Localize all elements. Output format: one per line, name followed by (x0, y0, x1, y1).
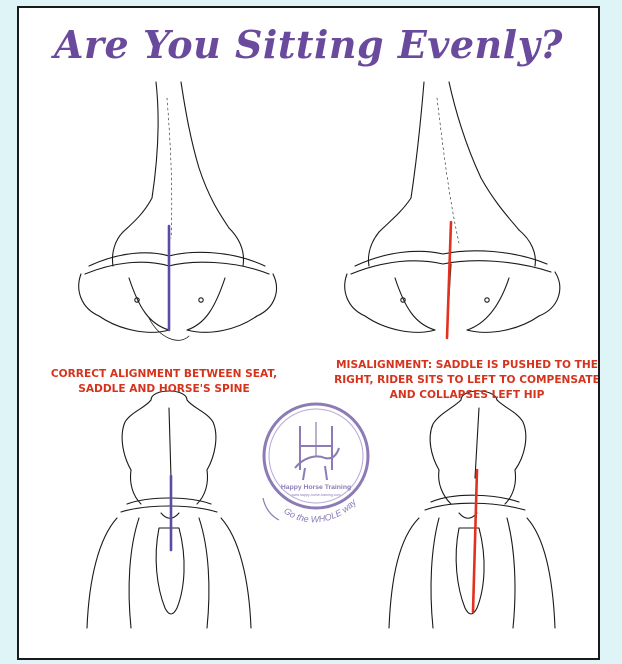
rider-rear-view-correct (87, 391, 251, 628)
caption-correct-line-1: CORRECT ALIGNMENT BETWEEN SEAT, (19, 367, 309, 382)
saddle-rear-view-correct (79, 82, 277, 340)
happy-horse-training-logo: Happy Horse Training www.happy-horse-tra… (19, 8, 368, 524)
caption-correct-alignment: CORRECT ALIGNMENT BETWEEN SEAT, SADDLE A… (19, 367, 309, 397)
caption-misaligned-line-3: AND COLLAPSES LEFT HIP (331, 388, 600, 403)
rider-rear-view-misaligned (389, 391, 555, 628)
logo-brand-text: Happy Horse Training (281, 484, 351, 491)
spine-line-misaligned-bottom (473, 470, 477, 612)
caption-misaligned-line-1: MISALIGNMENT: SADDLE IS PUSHED TO THE (331, 358, 600, 373)
logo-url-text: www.happy-horse-training.com (291, 493, 340, 497)
poster-frame: Are You Sitting Evenly? (17, 6, 600, 660)
logo-arrow-icon (263, 498, 279, 520)
saddle-rear-view-misaligned (345, 82, 560, 332)
illustration-canvas: Happy Horse Training www.happy-horse-tra… (19, 8, 600, 660)
caption-correct-line-2: SADDLE AND HORSE'S SPINE (19, 382, 309, 397)
caption-misaligned-line-2: RIGHT, RIDER SITS TO LEFT TO COMPENSATE (331, 373, 600, 388)
caption-misalignment: MISALIGNMENT: SADDLE IS PUSHED TO THE RI… (331, 358, 600, 403)
